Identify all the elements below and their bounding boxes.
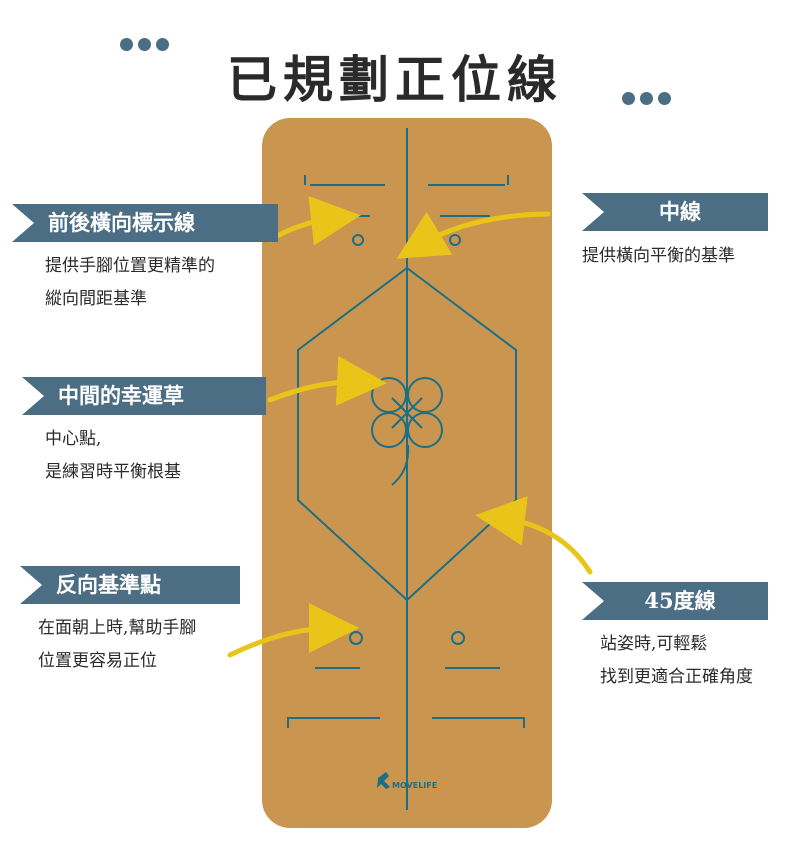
banner-center-line: 中線 xyxy=(582,193,768,231)
decorative-dots-right xyxy=(622,90,676,109)
banner-reverse-points: 反向基準點 xyxy=(20,566,240,604)
desc-angle-2: 找到更適合正確角度 xyxy=(600,667,753,687)
desc-center-line-1: 提供橫向平衡的基準 xyxy=(582,246,735,266)
desc-horizontal-1: 提供手腳位置更精準的 xyxy=(45,256,215,276)
brand-text: MOVELIFE xyxy=(392,781,437,790)
arrow-angle xyxy=(475,496,593,575)
desc-reverse-2: 位置更容易正位 xyxy=(38,651,157,671)
banner-angle-line: 45度線 xyxy=(582,582,768,620)
desc-clover-2: 是練習時平衡根基 xyxy=(45,462,181,482)
arrow-reverse xyxy=(227,603,359,658)
page-title: 已規劃正位線 xyxy=(227,50,563,109)
clover-shape xyxy=(371,377,443,486)
movelife-logo xyxy=(377,772,390,789)
desc-angle-1: 站姿時,可輕鬆 xyxy=(600,634,708,654)
desc-clover-1: 中心點, xyxy=(45,429,102,449)
hexagon-lines xyxy=(297,266,517,602)
banner-horizontal-lines: 前後橫向標示線 xyxy=(12,204,278,242)
arrow-clover xyxy=(267,355,387,406)
banner-clover: 中間的幸運草 xyxy=(22,377,266,415)
decorative-dots-left xyxy=(120,36,174,55)
desc-reverse-1: 在面朝上時,幫助手腳 xyxy=(38,618,197,638)
desc-horizontal-2: 縱向間距基準 xyxy=(45,289,147,309)
arrow-center-line xyxy=(396,211,551,259)
